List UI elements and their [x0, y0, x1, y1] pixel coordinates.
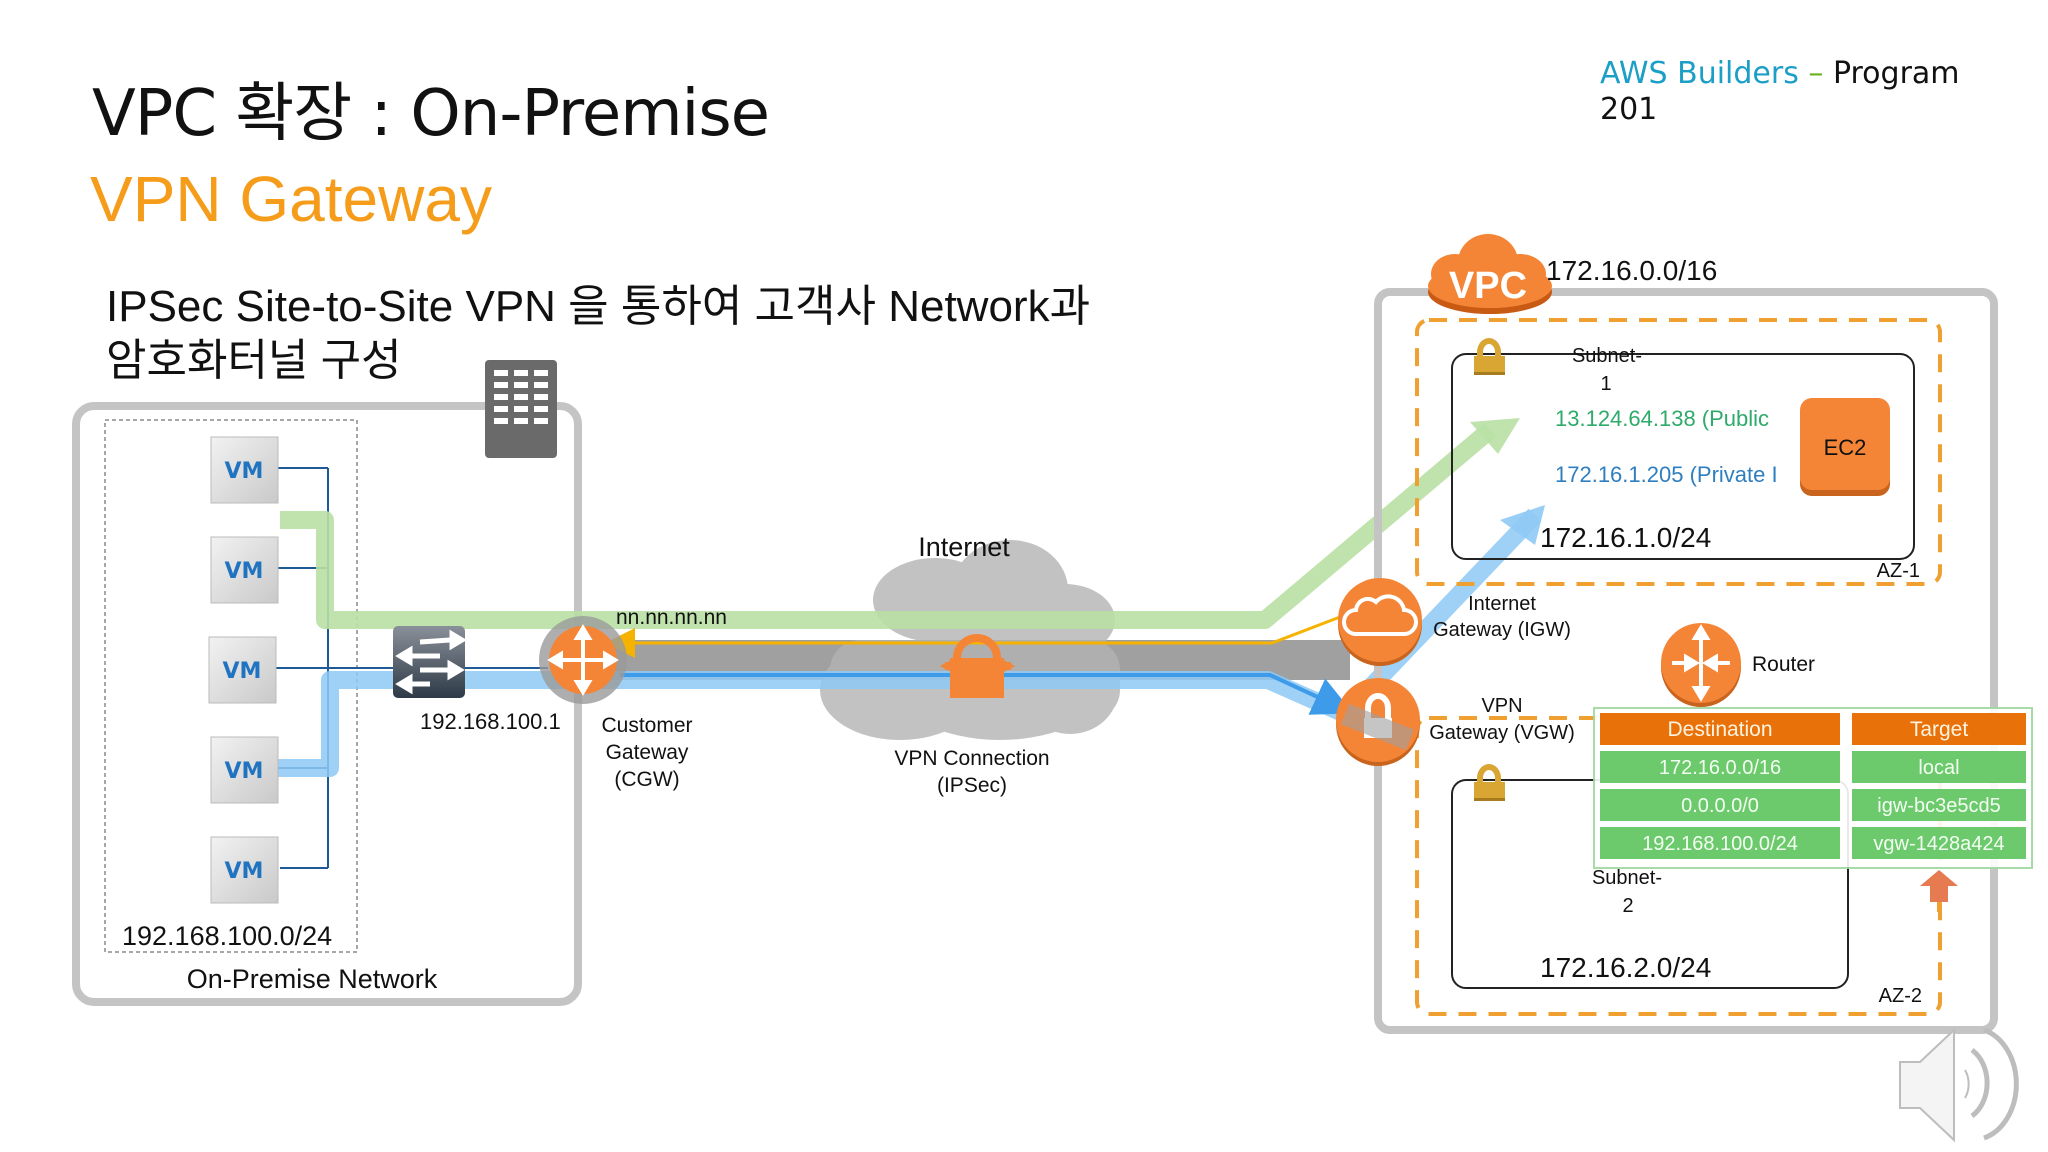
- ec2-instance-icon: EC2: [1800, 398, 1890, 496]
- subnet2-label: Subnet-: [1592, 867, 1662, 889]
- vm-1: VM: [210, 436, 279, 504]
- green-traffic-path: [280, 423, 1496, 629]
- route-table-cell: [1852, 751, 2026, 783]
- az2-label: AZ-2: [1879, 985, 1922, 1007]
- vm-3: VM: [208, 636, 277, 704]
- cgw-label-2: Gateway: [606, 741, 689, 764]
- vpn-connection-label: VPN Connection: [894, 747, 1049, 770]
- cgw-public-ip: nn.nn.nn.nn: [616, 606, 727, 629]
- route-destination: 172.16.0.0/16: [1659, 757, 1781, 779]
- route-table-pointer-arrow: [1920, 870, 1958, 902]
- ec2-label: EC2: [1824, 435, 1867, 460]
- route-table-cell: [1600, 751, 1840, 783]
- route-table-header: Destination: [1667, 718, 1772, 741]
- on-premise-network-box: [72, 402, 582, 1006]
- ec2-private-ip: 172.16.1.205 (Private I: [1555, 462, 1778, 487]
- subnet2-lock-icon: [1474, 764, 1505, 801]
- subnet1-label: Subnet-: [1572, 345, 1642, 367]
- route-table-cell: [1600, 789, 1840, 821]
- green-path-arrowhead: [1470, 418, 1520, 454]
- subnet1-cidr: 172.16.1.0/24: [1540, 522, 1711, 553]
- vpc-badge-label: VPC: [1449, 265, 1527, 307]
- on-premise-subnet-cidr: 192.168.100.0/24: [122, 921, 332, 951]
- cgw-label: Customer: [601, 714, 692, 737]
- vgw-label: VPN: [1481, 695, 1522, 717]
- switch-ip-label: 192.168.100.1: [420, 709, 561, 734]
- slide-subtitle: VPN Gateway: [90, 163, 492, 235]
- yellow-arrow-line: [605, 615, 1341, 658]
- subnet1-lock-icon: [1474, 338, 1505, 375]
- cgw-label-3: (CGW): [614, 768, 679, 791]
- igw-label-2: Gateway (IGW): [1433, 619, 1571, 641]
- route-table-header-cell: [1852, 713, 2026, 745]
- vm-label: VM: [225, 559, 264, 584]
- route-table-header-cell: [1600, 713, 1840, 745]
- route-target: local: [1918, 757, 1959, 779]
- route-target: vgw-1428a424: [1873, 833, 2004, 855]
- router-icon: [1661, 623, 1741, 707]
- brand-program-number: 201: [1600, 92, 1658, 127]
- description-line-2: 암호화터널 구성: [106, 336, 402, 385]
- vpn-lock-icon: [940, 634, 1015, 698]
- slide-title: VPC 확장 : On-Premise: [92, 77, 770, 151]
- igw-label: Internet: [1468, 593, 1536, 615]
- subnet1-label-number: 1: [1600, 373, 1611, 395]
- router-label: Router: [1752, 653, 1815, 676]
- on-premise-network-label: On-Premise Network: [187, 964, 438, 994]
- vm-label: VM: [223, 659, 262, 684]
- description-line-1: IPSec Site-to-Site VPN 을 통하여 고객사 Network…: [106, 282, 1091, 331]
- route-table-cell: [1600, 827, 1840, 859]
- route-table: Destination Target 172.16.0.0/16 local 0.0.0…: [1593, 707, 2033, 869]
- route-table-cell: [1852, 789, 2026, 821]
- subnet2-label-number: 2: [1622, 895, 1633, 917]
- az1-label: AZ-1: [1877, 560, 1920, 582]
- internet-label: Internet: [918, 532, 1010, 562]
- brand-program: Program: [1832, 56, 1960, 91]
- subnet2-cidr: 172.16.2.0/24: [1540, 952, 1711, 983]
- blue-arrow-line: [620, 673, 1354, 715]
- az1-box: [1415, 318, 1942, 586]
- building-icon: [485, 360, 557, 458]
- vm-label: VM: [225, 859, 264, 884]
- vm-2: VM: [210, 536, 279, 604]
- vm-label: VM: [225, 459, 264, 484]
- route-destination: 0.0.0.0/0: [1681, 795, 1759, 817]
- vpn-connection-label-2: (IPSec): [937, 774, 1007, 797]
- internet-gateway-icon: [1338, 578, 1422, 666]
- route-table-cell: [1852, 827, 2026, 859]
- vm-list: VM VM VM VM VM: [208, 436, 279, 904]
- speaker-icon[interactable]: [1899, 1027, 2019, 1143]
- vgw-label-2: Gateway (VGW): [1429, 722, 1575, 744]
- route-destination: 192.168.100.0/24: [1642, 833, 1798, 855]
- customer-gateway-icon: [539, 616, 627, 704]
- vpc-badge: VPC: [1428, 234, 1552, 314]
- slide-description: IPSec Site-to-Site VPN 을 통하여 고객사 Network…: [106, 280, 1256, 388]
- brand-label: AWS Builders – Program 201: [1600, 56, 1960, 128]
- ec2-public-ip: 13.124.64.138 (Public: [1555, 406, 1769, 431]
- vm-4: VM: [210, 736, 279, 804]
- blue-path-arrowhead: [1500, 505, 1545, 545]
- route-table-header: Target: [1910, 718, 1969, 741]
- vpc-cidr: 172.16.0.0/16: [1546, 255, 1717, 286]
- switch-icon: [393, 626, 467, 698]
- route-target: igw-bc3e5cd5: [1877, 795, 2000, 817]
- subnet1-box: [1451, 353, 1915, 560]
- vm-label: VM: [225, 759, 264, 784]
- brand-name: AWS Builders: [1600, 56, 1799, 91]
- brand-dash: –: [1798, 56, 1833, 91]
- vm-5: VM: [210, 836, 279, 904]
